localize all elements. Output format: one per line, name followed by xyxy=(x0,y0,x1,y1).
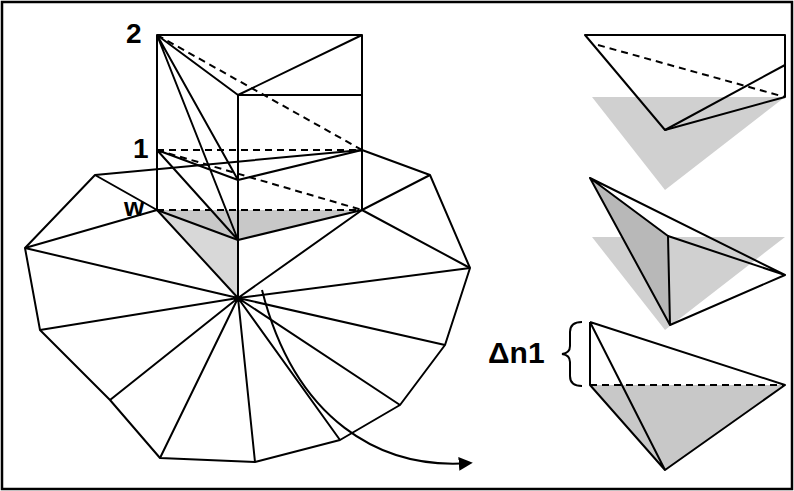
level-number: 1 xyxy=(133,135,149,163)
shaded-base xyxy=(592,97,785,190)
hidden-edge xyxy=(598,45,785,97)
wedge-piece xyxy=(590,322,785,470)
shaded-base xyxy=(590,385,785,470)
prism-piece xyxy=(585,35,785,130)
height-label: Δn1 xyxy=(488,338,545,368)
hidden-edges xyxy=(157,35,362,210)
level-number: 2 xyxy=(126,20,142,48)
vertex-label: w xyxy=(124,194,144,220)
tetra-piece xyxy=(590,178,785,325)
curved-arrow xyxy=(262,290,470,464)
brace xyxy=(562,322,582,386)
mesh-lines xyxy=(25,35,470,462)
hidden-edge xyxy=(590,384,785,386)
